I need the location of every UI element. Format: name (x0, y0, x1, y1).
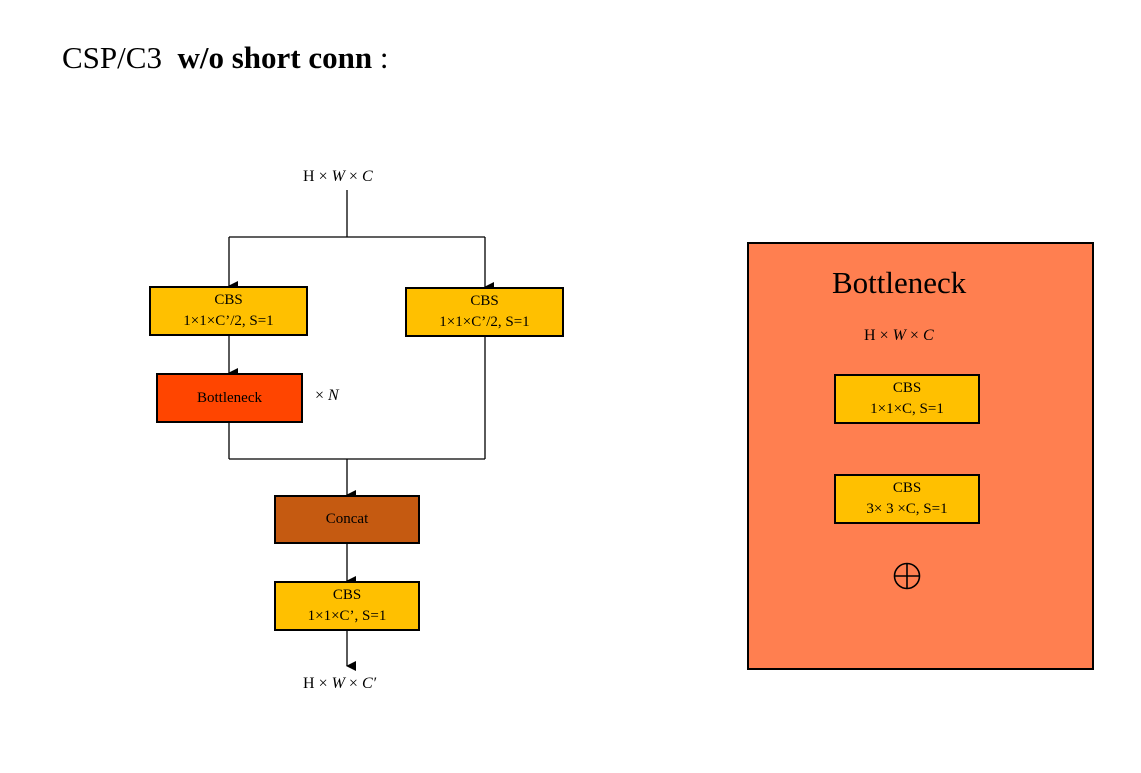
output-shape-label: H × W × C′ (303, 675, 377, 692)
panel-input-shape-label: H × W × C (864, 327, 934, 344)
repeat-n-label: × N (315, 387, 339, 404)
add-icon (893, 562, 921, 590)
bottleneck-panel-title: Bottleneck (832, 265, 967, 300)
bottleneck-panel (747, 242, 1094, 670)
input-shape-label: H × W × C (303, 168, 373, 185)
bottleneck-block: Bottleneck (156, 373, 303, 423)
page-title: CSP/C3 w/o short conn : (62, 40, 389, 75)
concat-block: Concat (274, 495, 420, 544)
